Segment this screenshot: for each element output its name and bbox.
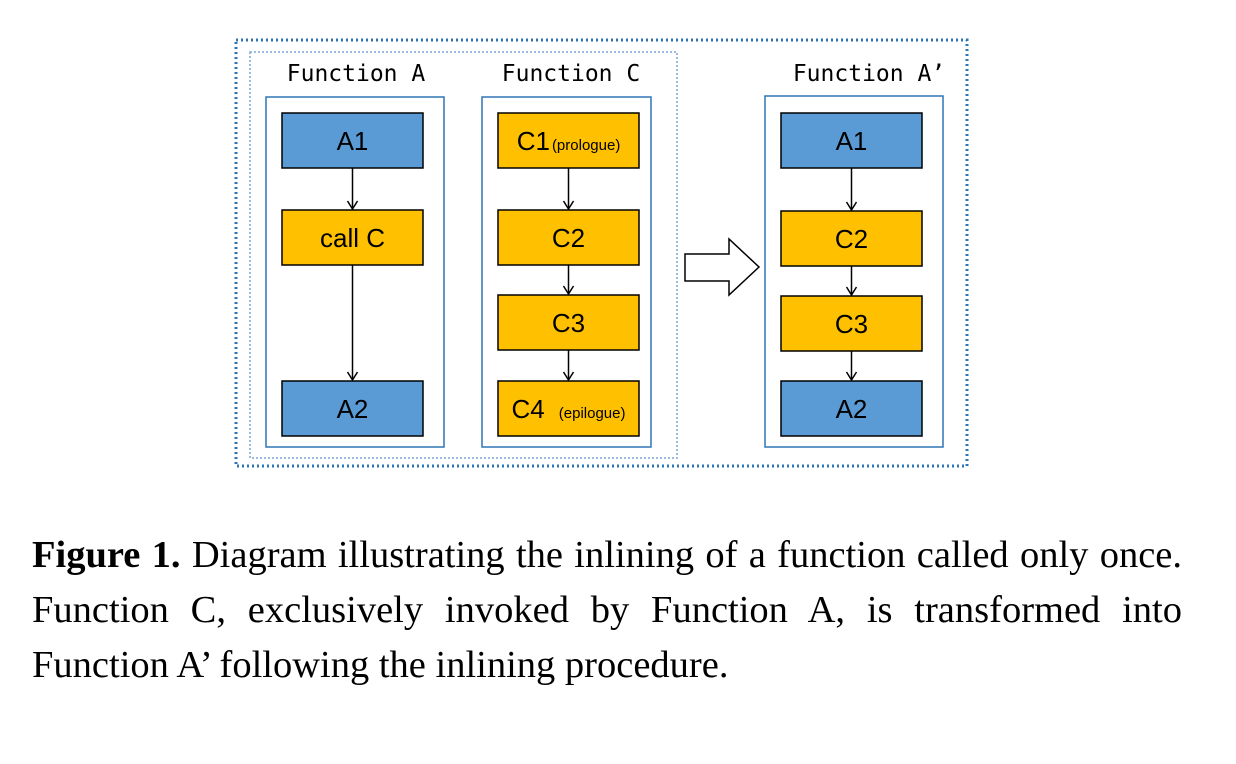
svg-text:C3: C3	[835, 309, 868, 339]
function-a-prime-title: Function A’	[793, 61, 945, 87]
svg-text:C4(epilogue): C4(epilogue)	[512, 394, 626, 424]
inlining-diagram: Function A Function C Function A’ A1 cal…	[234, 38, 969, 468]
function-a-title: Function A	[287, 61, 426, 87]
node-call-c: call C	[281, 209, 424, 266]
node-c2: C2	[497, 209, 640, 266]
svg-text:A1: A1	[337, 126, 369, 156]
svg-text:A1: A1	[836, 126, 868, 156]
figure-caption: Figure 1. Diagram illustrating the inlin…	[32, 528, 1182, 693]
caption-label: Figure 1.	[32, 534, 181, 576]
node-a2: A2	[281, 380, 424, 437]
node-a1-prime: A1	[780, 112, 923, 169]
svg-text:call C: call C	[320, 223, 385, 253]
function-a-prime-container	[764, 95, 944, 448]
outer-dotted-frame	[234, 38, 969, 468]
svg-text:C3: C3	[552, 308, 585, 338]
node-a2-prime: A2	[780, 380, 923, 437]
node-c2-inlined: C2	[780, 210, 923, 267]
svg-text:C1(prologue): C1(prologue)	[517, 126, 621, 156]
node-c3-inlined: C3	[780, 295, 923, 352]
node-a1: A1	[281, 112, 424, 169]
svg-text:A2: A2	[836, 394, 868, 424]
node-c4: C4(epilogue)	[497, 380, 640, 437]
transform-arrow	[684, 237, 761, 297]
caption-text: Diagram illustrating the inlining of a f…	[32, 534, 1183, 686]
svg-text:C2: C2	[552, 223, 585, 253]
svg-text:A2: A2	[337, 394, 369, 424]
original-functions-frame	[249, 51, 678, 459]
svg-text:C2: C2	[835, 224, 868, 254]
node-c1: C1(prologue)	[497, 112, 640, 169]
node-c3: C3	[497, 294, 640, 351]
function-c-title: Function C	[502, 61, 640, 87]
function-a-container	[265, 96, 445, 448]
function-c-container	[481, 96, 652, 448]
